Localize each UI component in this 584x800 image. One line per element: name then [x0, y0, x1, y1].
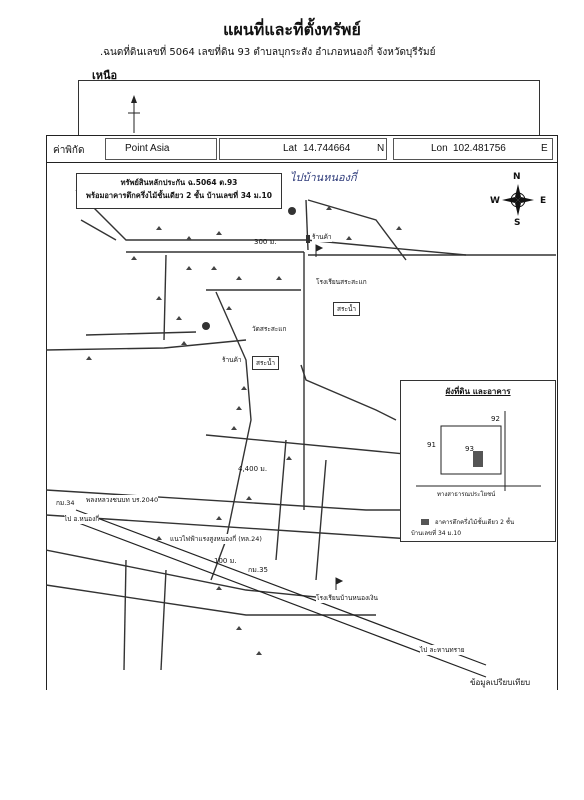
compass-e: E — [540, 196, 547, 206]
km34-label: กม.34 — [56, 498, 75, 508]
compass-s: S — [514, 218, 521, 228]
lon-label: Lon — [431, 143, 448, 154]
compass-w: W — [490, 196, 500, 206]
to-nongki-label: ไป อ.หนองกี่ — [64, 514, 100, 524]
legend-text-2: บ้านเลขที่ 34 ม.10 — [411, 530, 462, 537]
map-frame — [46, 160, 558, 690]
inset-title: ผังที่ดิน และอาคาร — [445, 387, 511, 396]
public-road-label: ทางสาธารณประโยชน์ — [437, 491, 496, 498]
legend-swatch — [421, 519, 429, 525]
shop-label: ร้านค้า — [312, 232, 332, 242]
plot-93: 93 — [465, 445, 474, 453]
coord-label: ค่าพิกัด — [53, 145, 85, 156]
main-road-label: แนวไฟฟ้าแรงสูงหนองกี่ (ทล.24) — [170, 534, 262, 544]
to-lahansai-label: ไป ละหานทราย — [420, 645, 465, 655]
plot-92: 92 — [491, 415, 500, 423]
pond-label: สระน้ำ — [333, 302, 361, 316]
legend-text: อาคารตึกครึ่งไม้ชั้นเดียว 2 ชั้น — [435, 519, 515, 526]
coordinate-bar: ค่าพิกัด Point Asia Lat 14.744664 N Lon … — [46, 135, 558, 163]
north-label: เหนือ — [92, 69, 118, 82]
lon-suffix: E — [541, 143, 548, 154]
property-line1: ทรัพย์สินหลักประกัน ฉ.5064 ต.93 — [120, 178, 238, 187]
temple-label: วัดสระสะแก — [252, 324, 287, 334]
comparison-note: ข้อมูลเปรียบเทียบ — [470, 678, 531, 687]
distance-100: 100 ม. — [214, 557, 237, 565]
coord-name: Point Asia — [125, 143, 170, 154]
lat-value: 14.744664 — [303, 143, 351, 154]
property-line2: พร้อมอาคารตึกครึ่งไม้ชั้นเดียว 2 ชั้น บ้… — [86, 191, 272, 200]
lat-label: Lat — [283, 143, 297, 154]
distance-4400: 4,400 ม. — [238, 465, 268, 473]
plot-91: 91 — [427, 441, 436, 449]
school-flag-icon — [315, 244, 324, 257]
deed-info: .ฉนดที่ดินเลขที่ 5064 เลขที่ดิน 93 ตำบลบ… — [100, 47, 436, 58]
distance-300: 300 ม. — [254, 238, 277, 246]
school-label: โรงเรียนสระสะแก — [316, 277, 367, 287]
health-label: พลงหลวงชนบท บร.2040 — [86, 495, 159, 505]
north-arrow-icon — [128, 95, 140, 133]
road-map — [46, 184, 556, 678]
compass-n: N — [513, 172, 521, 182]
shop-label-2: ร้านค้า — [222, 355, 242, 365]
pond-label-2: สระน้ำ — [252, 356, 280, 370]
upper-map-frame — [78, 80, 540, 141]
km35-label: กม.35 — [248, 566, 268, 574]
page-title: แผนที่และที่ตั้งทรัพย์ — [223, 20, 361, 39]
land-plan-drawing — [416, 411, 541, 525]
lat-suffix: N — [377, 143, 385, 154]
property-description: ทรัพย์สินหลักประกัน ฉ.5064 ต.93 พร้อมอาค… — [76, 173, 282, 209]
lon-value: 102.481756 — [453, 143, 506, 154]
land-plan-inset: ผังที่ดิน และอาคาร 92 91 93 ทางสาธารณประ… — [400, 380, 556, 542]
school-label-2: โรงเรียนบ้านหนองเงิน — [316, 593, 378, 603]
handwritten-note: ไปบ้านหนองกี่ — [290, 171, 357, 184]
compass-icon — [502, 184, 534, 216]
school-flag-icon — [335, 577, 344, 590]
